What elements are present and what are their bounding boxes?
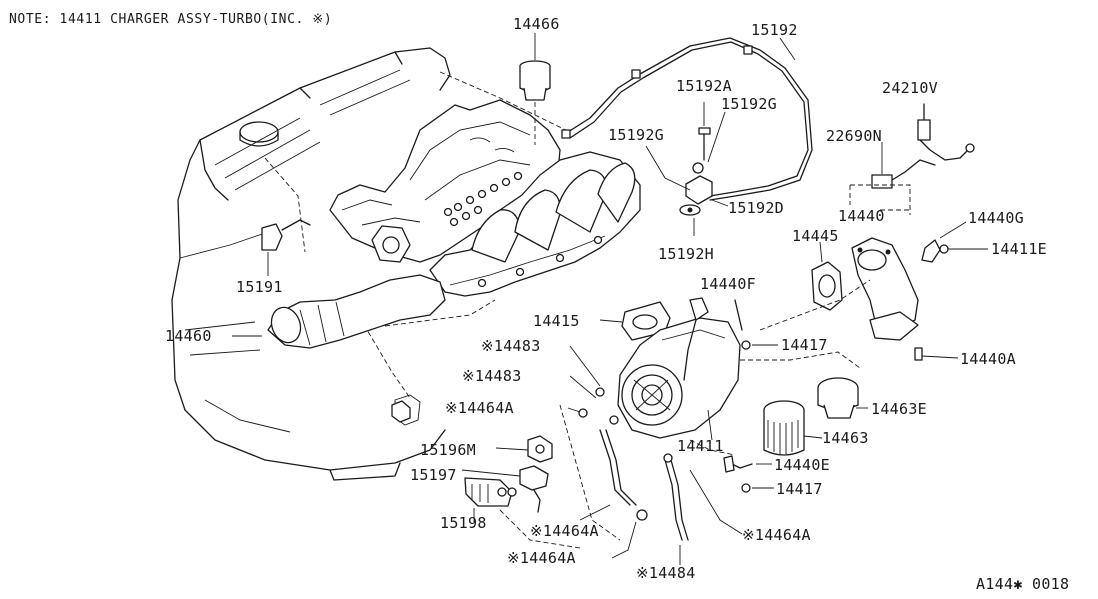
- part-14440-elbow: [759, 209, 988, 361]
- callout-14440A: 14440A: [960, 350, 1016, 368]
- callout-15192A: 15192A: [676, 77, 732, 95]
- callout-22690N: 22690N: [826, 127, 882, 145]
- callout-14464A-low: ※14464A: [507, 549, 576, 567]
- callout-15196M: 15196M: [420, 441, 476, 459]
- callout-24210V: 24210V: [882, 79, 938, 97]
- callout-14445: 14445: [792, 227, 839, 245]
- callout-14463: 14463: [822, 429, 869, 447]
- part-14411-turbocharger: [559, 297, 778, 565]
- callout-15192: 15192: [751, 21, 798, 39]
- engine-block: [171, 47, 571, 481]
- callout-14464A-mid: ※14464A: [530, 522, 599, 540]
- callout-14484: ※14484: [636, 564, 696, 582]
- callout-15192H: 15192H: [658, 245, 714, 263]
- callout-14415: 14415: [533, 312, 580, 330]
- callout-15197: 15197: [410, 466, 457, 484]
- part-14463-air-inlet: [740, 351, 868, 456]
- callout-14417-top: 14417: [781, 336, 828, 354]
- callout-14440: 14440: [838, 207, 885, 225]
- callout-15198: 15198: [440, 514, 487, 532]
- callout-14411E: 14411E: [991, 240, 1047, 258]
- reference-code: A144✱ 0018: [976, 575, 1070, 593]
- callout-14464A-right: ※14464A: [742, 526, 811, 544]
- callout-14483-bottom: ※14483: [462, 367, 522, 385]
- callout-14417-bottom: 14417: [776, 480, 823, 498]
- callout-14460: 14460: [165, 327, 212, 345]
- callout-14440F: 14440F: [700, 275, 756, 293]
- callout-14464A-left: ※14464A: [445, 399, 514, 417]
- intake-bolts: [443, 171, 523, 227]
- part-14460-air-pipe: [232, 274, 446, 349]
- callout-14483-top: ※14483: [481, 337, 541, 355]
- part-15197-oil-return: [461, 435, 581, 549]
- callout-15192G-left: 15192G: [608, 126, 664, 144]
- part-14466-cap: [519, 33, 551, 145]
- callout-15191: 15191: [236, 278, 283, 296]
- callout-14411: 14411: [677, 437, 724, 455]
- callout-14466: 14466: [513, 15, 560, 33]
- callout-14463E: 14463E: [871, 400, 927, 418]
- diagram-note: NOTE: 14411 CHARGER ASSY-TURBO(INC. ※): [9, 12, 333, 27]
- exhaust-manifold: [429, 151, 641, 297]
- part-oxygen-sensor: [849, 103, 975, 215]
- part-15192-tube: [561, 37, 813, 236]
- intake-manifold: [261, 99, 561, 263]
- part-14440E-bracket: [723, 455, 774, 493]
- callout-14440E: 14440E: [774, 456, 830, 474]
- callout-14440G: 14440G: [968, 209, 1024, 227]
- callout-15192G-right: 15192G: [721, 95, 777, 113]
- callout-15192D: 15192D: [728, 199, 784, 217]
